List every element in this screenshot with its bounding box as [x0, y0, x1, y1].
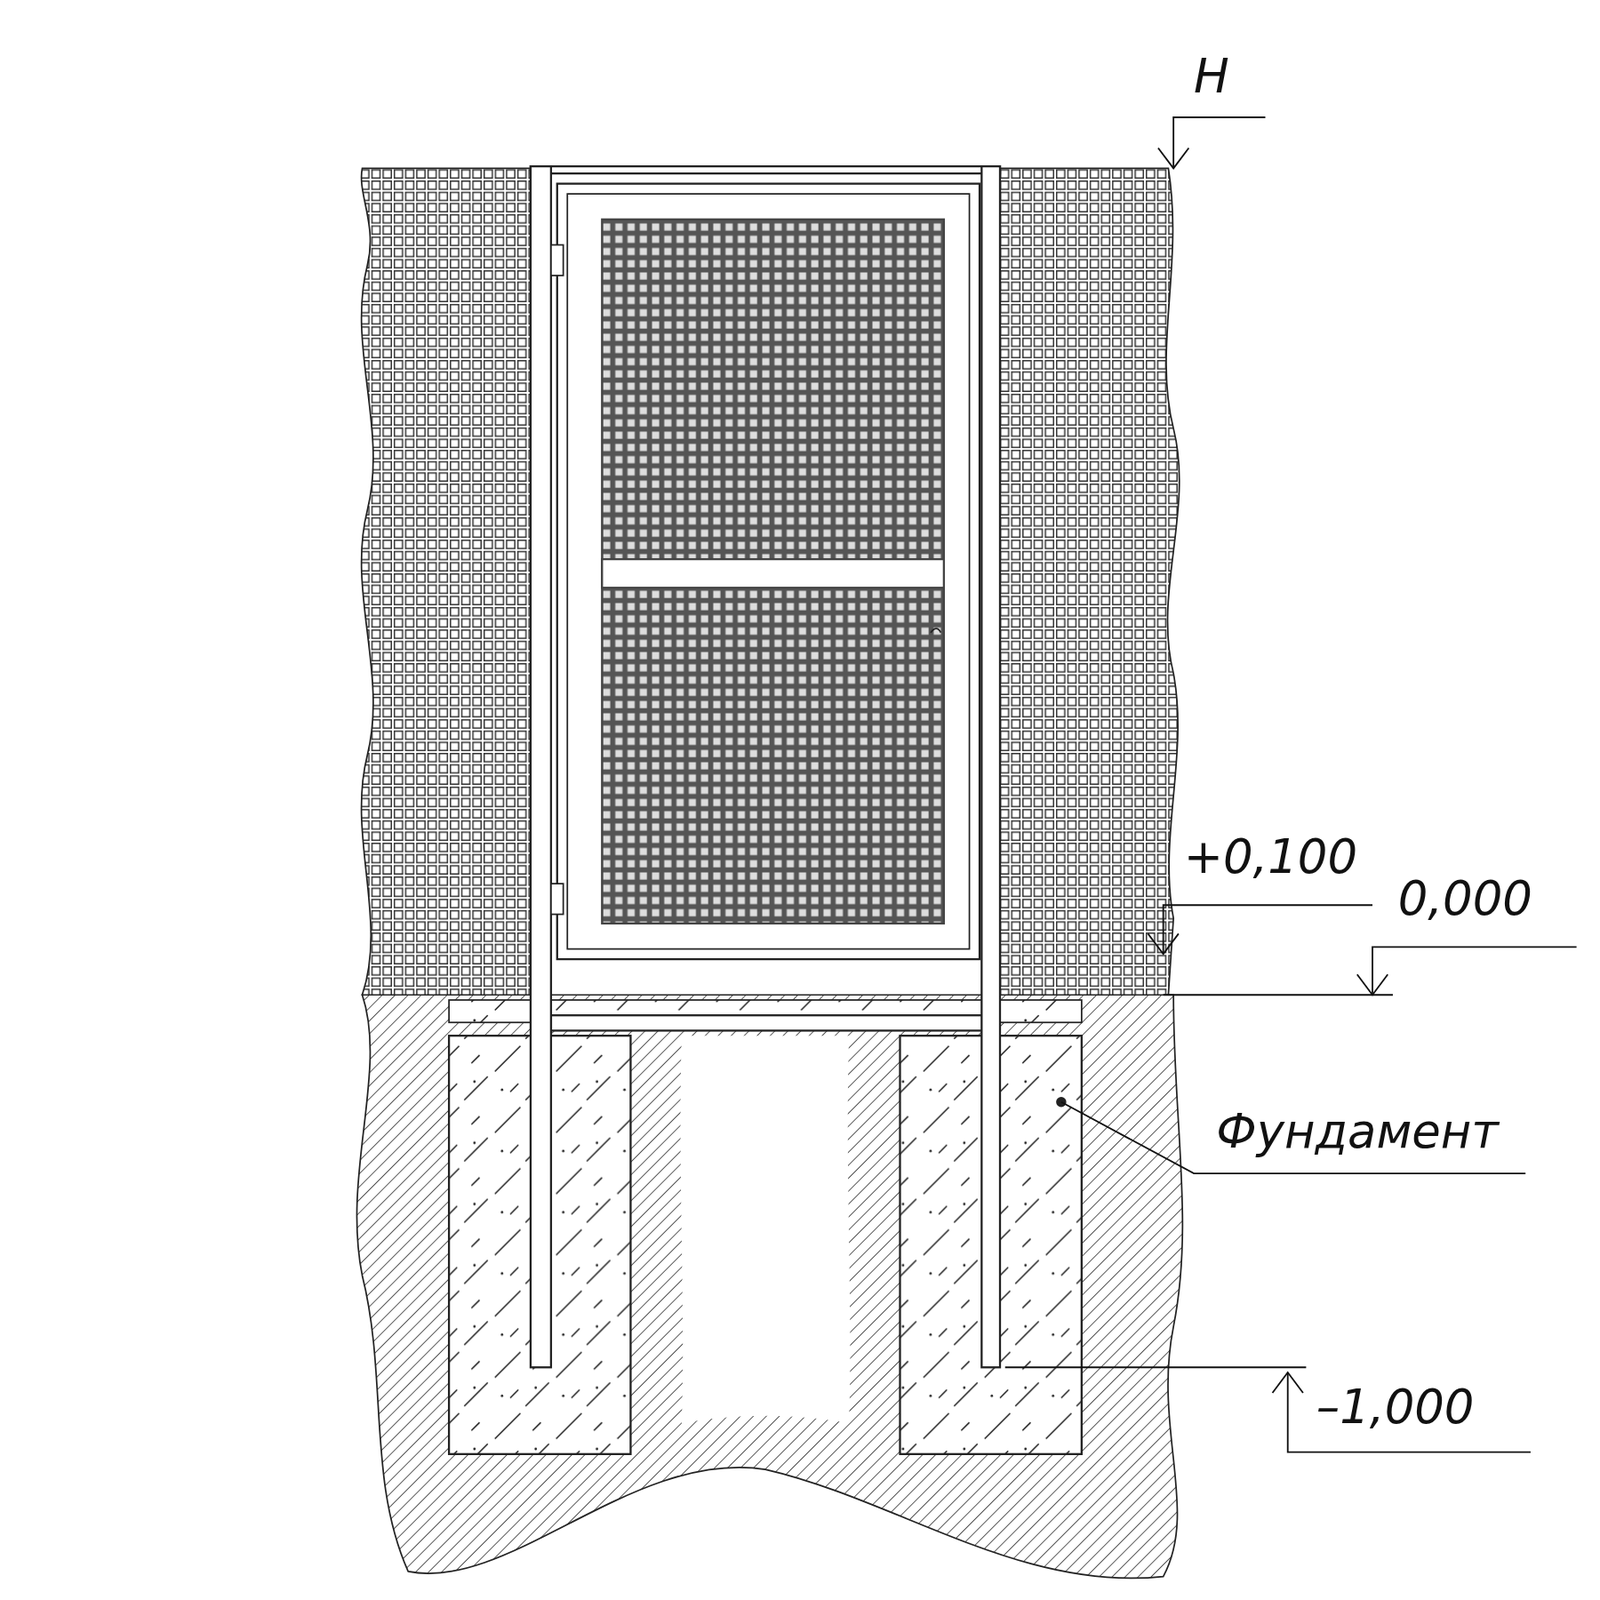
dimension-label: –1,000	[1314, 1384, 1477, 1432]
dimension-label: 0,000	[1395, 874, 1535, 922]
dimension-marks	[1005, 117, 1577, 1453]
gate	[530, 166, 1000, 1368]
ground	[356, 994, 1183, 1578]
dimension-label: Фундамент	[1214, 1108, 1501, 1156]
dimension-label: H	[1192, 53, 1232, 101]
fence-mesh	[361, 168, 1180, 995]
dimension-label: +0,100	[1181, 832, 1360, 880]
